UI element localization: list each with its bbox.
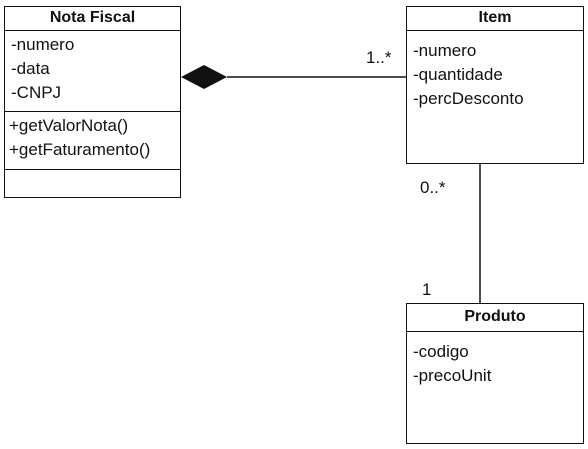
method: +getValorNota() bbox=[9, 116, 129, 135]
attribute: -precoUnit bbox=[413, 366, 492, 385]
attribute: -CNPJ bbox=[11, 83, 62, 102]
attribute: -percDesconto bbox=[413, 89, 524, 108]
method-list: +getValorNota() +getFaturamento() bbox=[5, 112, 180, 170]
attribute: -data bbox=[11, 59, 50, 78]
attribute: -numero bbox=[413, 41, 477, 60]
class-item[interactable]: Item -numero -quantidade -percDesconto bbox=[406, 6, 584, 164]
class-title: Nota Fiscal bbox=[5, 7, 180, 31]
attribute: -numero bbox=[11, 35, 75, 54]
class-nota-fiscal[interactable]: Nota Fiscal -numero -data -CNPJ +getValo… bbox=[4, 6, 181, 198]
attribute-list: -numero -data -CNPJ bbox=[5, 31, 180, 112]
multiplicity-label: 0..* bbox=[420, 178, 446, 197]
method: +getFaturamento() bbox=[9, 140, 151, 159]
attribute: -codigo bbox=[413, 342, 469, 361]
attribute-list: -numero -quantidade -percDesconto bbox=[407, 31, 583, 113]
multiplicity-label: 1..* bbox=[366, 48, 392, 67]
attribute: -quantidade bbox=[413, 65, 503, 84]
class-title: Produto bbox=[407, 304, 583, 332]
class-produto[interactable]: Produto -codigo -precoUnit bbox=[406, 303, 584, 444]
class-title: Item bbox=[407, 7, 583, 31]
composition-diamond-icon bbox=[181, 65, 227, 89]
multiplicity-label: 1 bbox=[422, 280, 432, 299]
attribute-list: -codigo -precoUnit bbox=[407, 332, 583, 390]
